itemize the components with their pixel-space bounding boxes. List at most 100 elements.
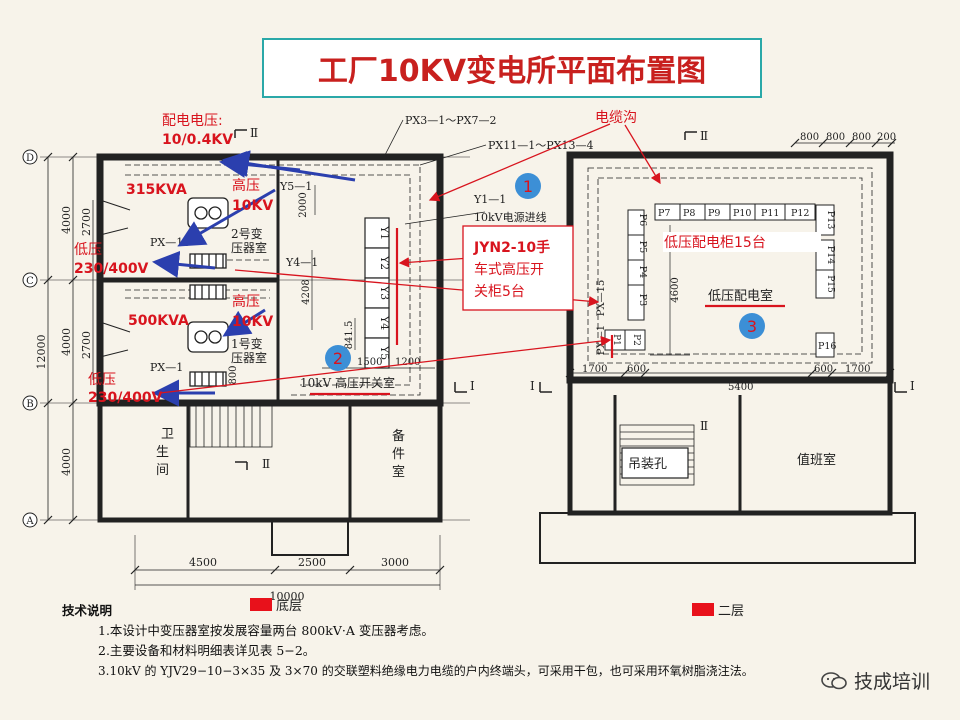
grid-label-c: C xyxy=(26,276,34,287)
dim-4000-top: 4000 xyxy=(60,206,73,234)
y1-ref: Y1—1 xyxy=(473,193,506,206)
panel-p9: P9 xyxy=(708,208,720,219)
grid-label-a: A xyxy=(25,516,34,527)
brand-watermark: 技成培训 xyxy=(820,667,930,694)
marker-circle-1 xyxy=(515,173,541,199)
marker-circle-3 xyxy=(739,313,765,339)
note-item-1: 1.本设计中变压器室按发展容量两台 800kV·A 变压器考虑。 xyxy=(98,623,434,638)
upper-section-mark-i-right: Ⅰ xyxy=(910,379,915,393)
panel-p7: P7 xyxy=(658,208,670,219)
y1-label: Y1 xyxy=(378,225,391,240)
lv-cabinet-label-bg xyxy=(663,232,821,252)
dim-800-ground: 800 xyxy=(228,365,239,384)
room-spare-l3: 室 xyxy=(392,464,405,480)
y5-1-label: Y5—1 xyxy=(279,180,312,193)
dim-841-5: 841.5 xyxy=(344,321,355,350)
legend-upper: 二层 xyxy=(692,600,744,619)
upper-floor-plan xyxy=(539,131,916,564)
room-t2-l1: 2号变 xyxy=(231,226,263,241)
room-hv-switch: 10kV 高压开关室 xyxy=(300,375,395,390)
dim-4500: 4500 xyxy=(189,556,217,569)
cable-ref-1: PX3—1～PX7—2 xyxy=(405,114,496,127)
y4-1-label: Y4—1 xyxy=(285,256,318,269)
dim-10000: 10000 xyxy=(270,590,305,603)
kva-315-label: 315KVA xyxy=(126,182,187,198)
panel-p6: P6 xyxy=(637,214,648,226)
section-mark-ii-bottom: Ⅱ xyxy=(262,457,270,471)
marker-label-1: 1 xyxy=(523,177,533,196)
legend-ground: 底层 xyxy=(250,595,302,614)
dim-1500: 1500 xyxy=(357,357,382,368)
jyn-label-3: 关柜5台 xyxy=(474,284,525,300)
panel-p16: P16 xyxy=(818,341,836,352)
panel-p11: P11 xyxy=(761,208,779,219)
hv-label-bottom-1: 高压 xyxy=(232,293,260,310)
plan-text-labels: D C B A 12000 4000 4000 4000 2700 2700 4… xyxy=(22,114,915,603)
blue-arrow-2 xyxy=(222,150,356,182)
brand-label: 技成培训 xyxy=(853,671,930,693)
dim-2500: 2500 xyxy=(298,556,326,569)
title-box: 工厂10KV变电所平面布置图 xyxy=(262,38,762,98)
marker-label-2: 2 xyxy=(333,349,343,368)
room-transformer-1: 1号变压器室 xyxy=(231,336,267,365)
bottom-dim-600-left: 600 xyxy=(627,364,646,375)
y2-label: Y2 xyxy=(378,255,391,270)
room-spare: 备件室 xyxy=(392,428,405,480)
room-transformer-2: 2号变压器室 xyxy=(231,226,267,255)
dim-2700-bot: 2700 xyxy=(80,331,93,359)
panel-p1: P1 xyxy=(611,334,621,346)
lv-label-top-1: 低压 xyxy=(74,242,102,258)
room-wc-l1: 卫 xyxy=(161,427,174,442)
panel-p2: P2 xyxy=(631,334,641,346)
bottom-dim-600-right: 600 xyxy=(814,364,833,375)
dim-2000: 2000 xyxy=(298,192,309,217)
note-item-3: 3.10kV 的 YJV29−10−3×35 及 3×70 的交联塑料绝缘电力电… xyxy=(98,664,754,678)
cable-trench-label: 电缆沟 xyxy=(595,110,637,126)
blue-arrow-3 xyxy=(152,250,216,278)
hv-label-bottom-2: 10KV xyxy=(232,314,273,330)
panel-p13: P13 xyxy=(825,211,836,229)
dim-4208: 4208 xyxy=(301,279,312,304)
dim-4000-bot: 4000 xyxy=(60,448,73,476)
upper-section-mark-ii-mid: Ⅱ xyxy=(700,419,708,433)
bottom-dim-5400: 5400 xyxy=(728,382,753,393)
lv-label-bottom-1: 低压 xyxy=(88,372,116,388)
blue-arrow-4 xyxy=(177,188,276,247)
room-hoist-hole: 吊装孔 xyxy=(628,457,667,472)
room-t1-l2: 压器室 xyxy=(231,350,267,365)
section-mark-ii-top: Ⅱ xyxy=(250,126,258,140)
lv-label-bottom-2: 230/400V xyxy=(88,390,163,406)
panel-p4: P4 xyxy=(637,266,648,278)
trench-arrow-right xyxy=(624,124,661,185)
room-wc-l3: 间 xyxy=(156,463,169,478)
room-t2-l2: 压器室 xyxy=(231,240,267,255)
legend-ground-label: 底层 xyxy=(276,599,303,614)
room-wc-l2: 生 xyxy=(156,445,169,460)
room-spare-l2: 件 xyxy=(392,447,405,462)
top-dim-4: 200 xyxy=(877,132,896,143)
blue-arrow-5 xyxy=(222,308,266,337)
room-t1-l1: 1号变 xyxy=(231,336,263,351)
hv-label-top-2: 10KV xyxy=(232,198,273,214)
panel-p5: P5 xyxy=(637,241,648,253)
leader-lines xyxy=(384,119,487,225)
top-dim-2: 800 xyxy=(826,132,845,143)
incoming-line: 10kV电源进线 xyxy=(474,210,547,224)
notes-heading: 技术说明 xyxy=(62,603,113,618)
dim-4600: 4600 xyxy=(670,277,681,302)
trench-arrow-left xyxy=(428,123,611,202)
upper-section-mark-i-left: Ⅰ xyxy=(530,379,535,393)
note-item-2: 2.主要设备和材料明细表详见表 5−2。 xyxy=(98,643,316,658)
dim-12000: 12000 xyxy=(35,335,48,370)
legend-upper-swatch xyxy=(692,603,714,616)
panel-p10: P10 xyxy=(733,208,751,219)
jyn-label-2: 车式高压开 xyxy=(474,261,544,278)
panel-p15: P15 xyxy=(825,275,835,293)
marker-circle-2 xyxy=(325,345,351,371)
dist-voltage-label: 配电电压: xyxy=(162,113,223,129)
lv-cabinets-label: 低压配电柜15台 xyxy=(664,235,766,251)
annotation-overlay: 1 2 3 配电电压: 10/0.4KV 电缆沟 315KVA 500KVA 高… xyxy=(74,110,821,407)
cable-ref-2: PX11—1～PX13—4 xyxy=(488,139,593,152)
dist-voltage-value: 10/0.4KV xyxy=(162,132,233,148)
